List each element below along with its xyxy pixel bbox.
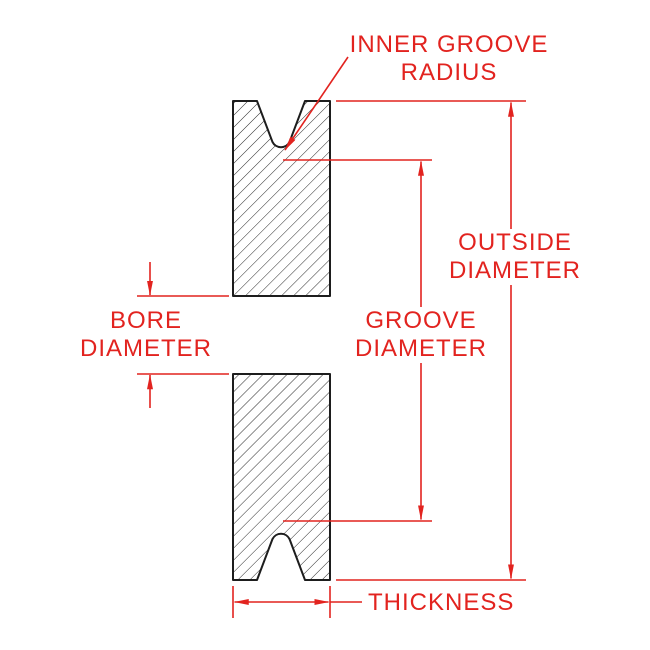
pulley-cross-section (232, 100, 331, 581)
thickness-dimension (232, 586, 362, 618)
label-outside-diameter: OUTSIDE DIAMETER (444, 229, 586, 285)
label-thickness: THICKNESS (368, 589, 515, 616)
label-groove-diameter: GROOVE DIAMETER (350, 307, 492, 363)
inner-groove-radius-leader-line (284, 56, 349, 151)
inner-groove-radius-leader (284, 56, 349, 151)
bore-diameter-dimension (137, 262, 229, 408)
outside-diameter-dimension (336, 100, 526, 581)
pulley-lower-half (232, 373, 331, 581)
label-bore-diameter: BORE DIAMETER (79, 307, 213, 362)
label-inner-groove-radius: INNER GROOVE RADIUS (349, 31, 549, 86)
pulley-upper-half (232, 100, 331, 297)
